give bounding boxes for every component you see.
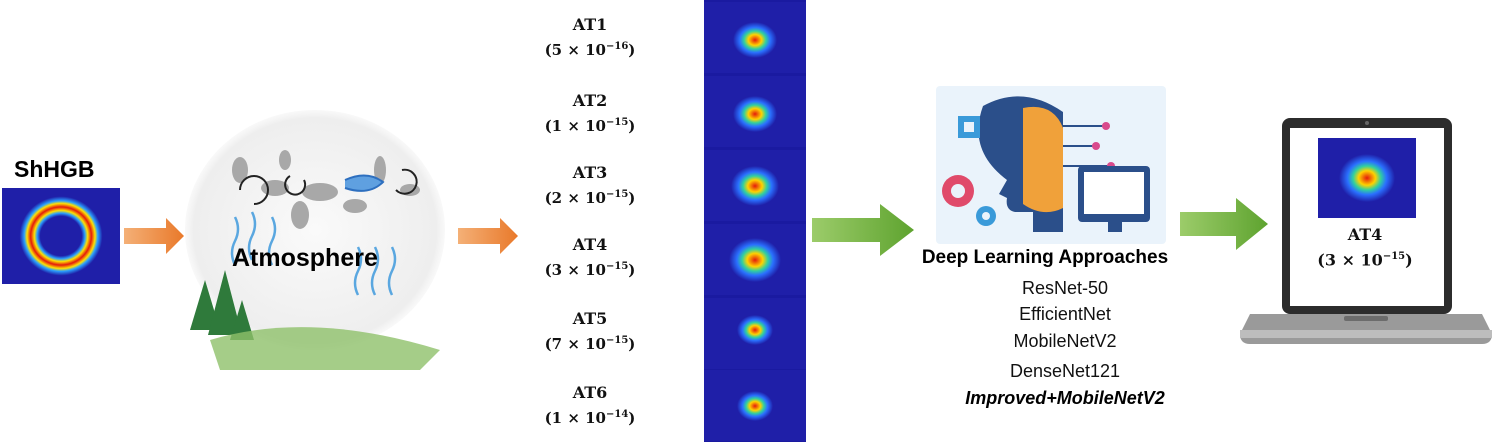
level-name: AT3 [572, 163, 608, 182]
model-name: EfficientNet [1019, 304, 1111, 324]
level-value: (3 × 10−15) [544, 261, 636, 279]
turbulence-level-label: AT4 (3 × 10−15) [490, 234, 690, 281]
predicted-level-label: AT4 (3 × 10−15) [1270, 224, 1460, 271]
predicted-beam-image [1318, 138, 1416, 218]
deep-learning-title: Deep Learning Approaches [921, 247, 1169, 268]
input-beam-label: ShHGB [14, 156, 95, 182]
turbulence-level-label: AT5 (7 × 10−15) [490, 308, 690, 355]
model-name-improved: Improved+MobileNetV2 [965, 388, 1165, 408]
level-name: AT2 [572, 91, 608, 110]
level-value: (7 × 10−15) [544, 335, 636, 353]
predicted-level-value: (3 × 10−15) [1317, 250, 1413, 270]
level-name: AT4 [572, 235, 608, 254]
arrow-input-to-atmosphere [124, 218, 184, 254]
arrow-atmosphere-to-levels [458, 218, 518, 254]
beam-tile-at6 [704, 370, 806, 441]
level-name: AT1 [572, 15, 608, 34]
level-value: (2 × 10−15) [544, 189, 636, 207]
arrow-dl-to-laptop [1180, 198, 1268, 250]
level-value: (1 × 10−14) [544, 409, 636, 427]
level-name: AT6 [572, 383, 608, 402]
beam-tile-at2 [704, 76, 806, 147]
turbulence-level-label: AT1 (5 × 10−16) [490, 14, 690, 61]
level-value: (1 × 10−15) [544, 117, 636, 135]
ring-beam-image [2, 188, 120, 284]
arrow-levels-to-dl [812, 204, 914, 256]
turbulence-level-label: AT6 (1 × 10−14) [490, 382, 690, 429]
beam-image-strip [704, 0, 806, 442]
model-name: DenseNet121 [1009, 361, 1121, 381]
model-name: ResNet-50 [1021, 278, 1109, 298]
turbulence-level-label: AT2 (1 × 10−15) [490, 90, 690, 137]
beam-tile-at4 [704, 224, 806, 295]
model-name: MobileNetV2 [1013, 331, 1117, 351]
level-name: AT5 [572, 309, 608, 328]
atmosphere-illustration [185, 110, 445, 370]
predicted-level-name: AT4 [1347, 225, 1383, 244]
beam-tile-at3 [704, 150, 806, 221]
turbulence-level-label: AT3 (2 × 10−15) [490, 162, 690, 209]
beam-tile-at5 [704, 298, 806, 369]
level-value: (5 × 10−16) [544, 41, 636, 59]
beam-tile-at1 [704, 2, 806, 73]
deep-learning-illustration [936, 86, 1166, 244]
atmosphere-label: Atmosphere [232, 244, 378, 272]
